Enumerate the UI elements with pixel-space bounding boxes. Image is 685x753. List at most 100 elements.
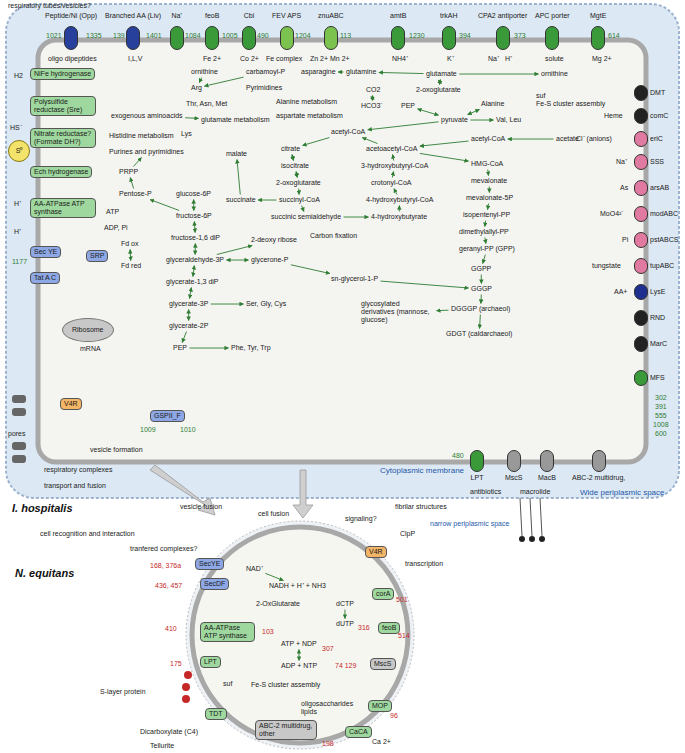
annotation: Cl⁻ (anions) <box>576 135 612 143</box>
node-text: isopentenyl-PP <box>463 211 510 219</box>
pathway-arrow <box>392 172 393 178</box>
protein-complex: SecYE <box>195 558 224 570</box>
node-text: glycosylated derivatives (mannose, gluco… <box>361 300 434 324</box>
metabolite: GDGT (caldarchaeol) <box>445 330 513 338</box>
pathway-arrow <box>480 295 481 304</box>
pathway-arrow <box>420 141 469 146</box>
node-text: AA-ATPase ATP synthase <box>204 624 251 640</box>
transfer-arrow <box>293 470 313 518</box>
node-text: Ribosome <box>72 326 104 334</box>
annotation: vesicle fusion <box>180 503 222 511</box>
callout-number: 316 <box>358 624 370 632</box>
callout-number: 198 <box>322 740 334 748</box>
node-text: GGPP <box>471 265 491 273</box>
metabolite: Purines and pyrimidines <box>108 148 185 156</box>
node-text: PEP <box>173 344 187 352</box>
metabolite: fructose-1,6 diP <box>170 234 221 242</box>
metabolite: 2-deoxy ribose <box>250 236 298 244</box>
metabolite: Pentose-P <box>118 190 153 198</box>
metabolite: exogenous aminoacids <box>110 112 184 120</box>
metabolite: dCTP <box>335 600 355 608</box>
node-text: AA-ATPase ATP synthase <box>34 200 92 216</box>
transporter-blob <box>205 26 219 50</box>
pathway-arrow <box>211 304 244 305</box>
annotation: AA+ <box>614 288 627 296</box>
annotation: K⁺ <box>447 55 454 63</box>
pathway-arrow <box>483 255 486 264</box>
metabolite: sn-glycerol-1-P <box>330 275 379 283</box>
protein-complex: V4R <box>60 398 82 410</box>
protein-complex: MscS <box>370 658 396 670</box>
node-text: NADH + H⁺ + NH3 <box>269 582 326 590</box>
transporter: MscS <box>505 450 523 482</box>
s-layer-dot <box>184 671 192 679</box>
node-text: NiFe hydrogenase <box>34 70 91 78</box>
metabolite: Fd red <box>120 262 142 270</box>
transporter-blob <box>507 450 521 472</box>
pathway-arrow <box>303 138 330 146</box>
cytoplasmic-membrane <box>38 40 646 462</box>
annotation: oligo dipeptides <box>48 55 97 63</box>
transporter-blob <box>496 26 510 50</box>
fibril-tip <box>529 536 535 542</box>
node-text: Alanine <box>481 100 504 108</box>
node-text: corA <box>376 590 390 598</box>
node-text: Fe-S cluster assembly <box>536 100 605 108</box>
pathway-arrow <box>190 288 192 299</box>
metabolite: Ser, Gly, Cys <box>245 300 287 308</box>
region-label: Cytoplasmic membrane <box>380 466 464 475</box>
pathway-arrow <box>468 110 480 115</box>
metabolite: dUTP <box>335 620 355 628</box>
pathway-arrow <box>372 96 373 101</box>
metabolite: GGGP <box>470 285 493 293</box>
pathway-arrow <box>185 117 198 119</box>
metabolite: carbamoyl-P <box>245 68 286 76</box>
node-text: ATP + NDP <box>281 640 317 648</box>
node-text: V4R <box>369 548 383 556</box>
node-text: 2-oxoglutarate <box>276 179 321 187</box>
node-text: mevalonate <box>471 177 507 185</box>
transporter: RND <box>634 310 665 326</box>
node-text: succinate <box>226 196 256 204</box>
protein-complex: SRP <box>86 250 108 262</box>
node-text: DMT <box>650 89 665 97</box>
transporter-blob <box>442 26 456 50</box>
metabolite: ornithine <box>540 70 569 78</box>
pathway-arrow <box>188 310 189 321</box>
annotation: Fe complex <box>266 55 302 63</box>
node-text: glycerate-2P <box>169 322 208 330</box>
node-text: suf <box>223 680 232 688</box>
node-text: FEV APS <box>272 12 301 20</box>
pathway-arrow <box>420 153 469 161</box>
node-text: Fe-S cluster assembly <box>251 681 320 689</box>
protein-complex: TDT <box>205 708 227 720</box>
transporter: Cbi <box>242 12 256 50</box>
metabolite: Fd ox <box>120 240 140 248</box>
transporter-blob <box>540 450 554 472</box>
node-text: feoB <box>205 12 219 20</box>
metabolite: 2-oxoglutarate <box>415 86 462 94</box>
node-text: acetyl-CoA <box>471 135 505 143</box>
annotation: HS⁻ <box>10 124 22 132</box>
node-text: tupABC <box>650 262 674 270</box>
metabolite: 3-hydroxybutyryl-CoA <box>360 162 429 170</box>
protein-complex: LPT <box>200 656 221 668</box>
protein-complex: feoB <box>378 622 400 634</box>
node-text: Ech hydrogenase <box>34 168 88 176</box>
callout-number: 1177 <box>12 258 27 266</box>
metabolite: Val, Leu <box>495 116 522 124</box>
pathway-arrow <box>344 217 369 218</box>
metabolite: glycosylated derivatives (mannose, gluco… <box>360 300 435 324</box>
pathway-arrow <box>194 222 196 233</box>
transporter: LysE <box>634 284 665 300</box>
node-text: PRPP <box>119 168 138 176</box>
node-text: ornithine <box>541 70 568 78</box>
annotation: transcription <box>405 560 443 568</box>
node-text: MgtE <box>590 12 606 20</box>
metabolite: ATP + NDP <box>280 640 318 648</box>
pathway-arrow <box>204 77 243 86</box>
transporter-blob <box>634 180 648 196</box>
node-text: Tat A C <box>34 274 56 282</box>
metabolite: ADP + NTP <box>280 662 318 670</box>
metabolite: ornithine <box>190 68 219 76</box>
